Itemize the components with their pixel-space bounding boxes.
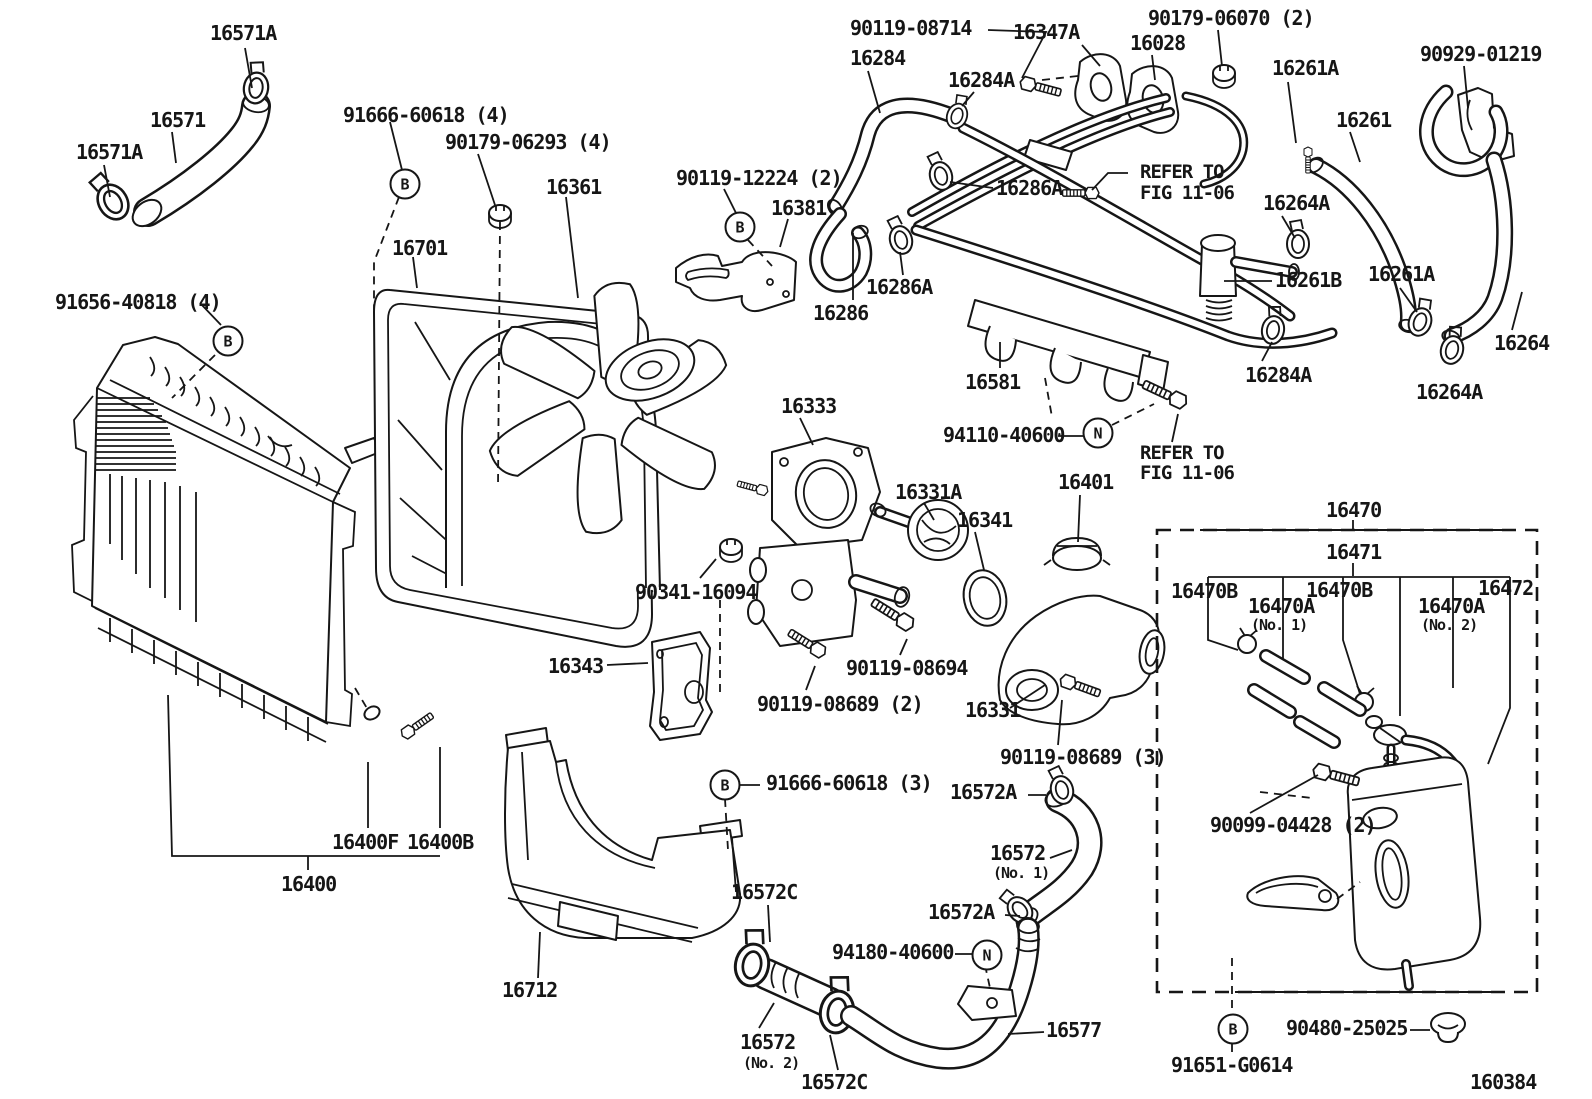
upper-hose-16571 — [83, 59, 273, 228]
leader-lines — [103, 29, 1523, 1071]
gasket-16343 — [649, 631, 713, 741]
thermostat-housing-group — [719, 437, 1166, 726]
right-hoses — [1199, 84, 1515, 368]
grommet-90480 — [1430, 1012, 1466, 1043]
radiator-16400 — [71, 336, 436, 743]
bracket-16381 — [675, 251, 797, 312]
lower-shroud-16712 — [504, 727, 743, 943]
cooling-fan-16361 — [481, 274, 735, 542]
heater-pipe-assembly — [488, 53, 1338, 412]
lower-hose-group — [730, 762, 1103, 1070]
reservoir-panel-16470 — [1155, 528, 1539, 994]
